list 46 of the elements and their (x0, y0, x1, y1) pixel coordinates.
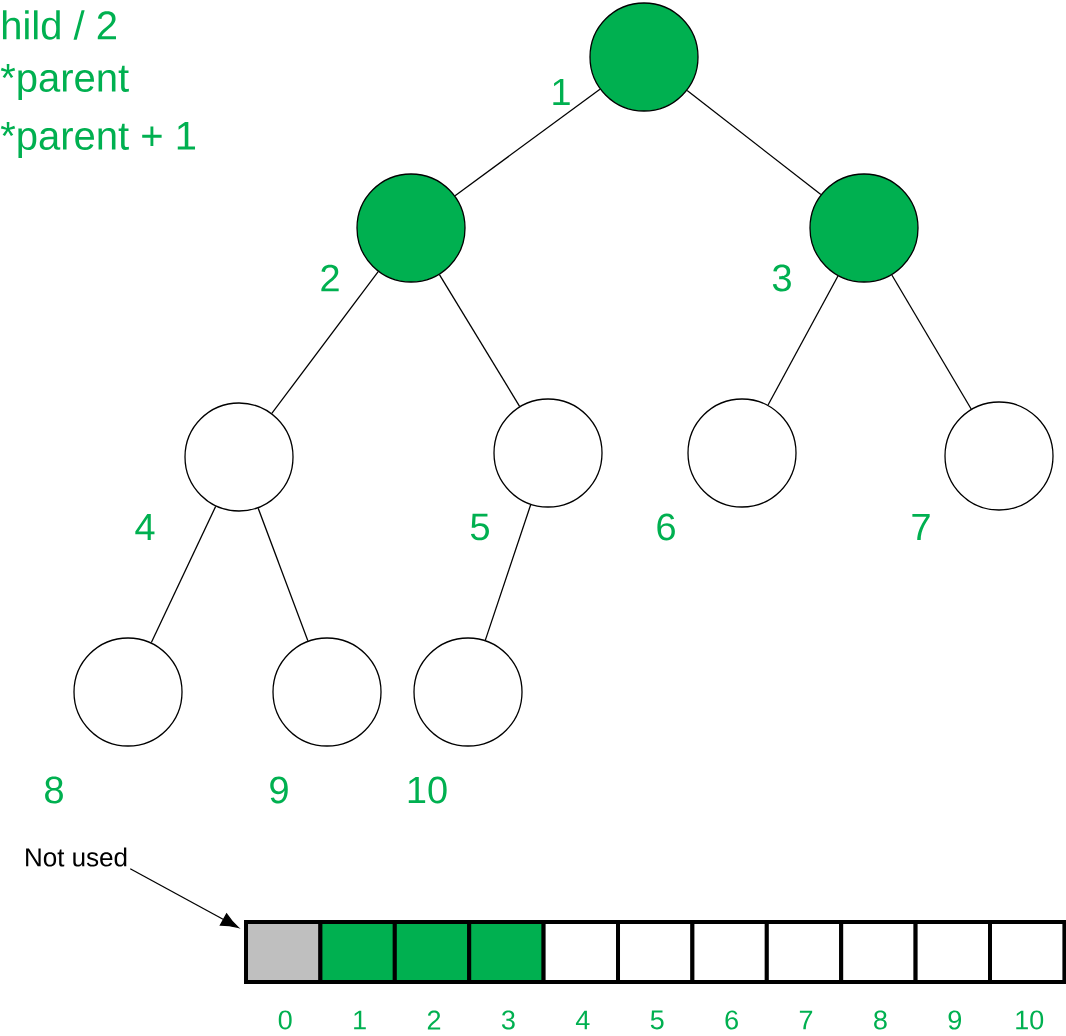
formula-text: *parent (0, 64, 129, 100)
index-number: 9 (948, 1010, 962, 1030)
leader-arrow (129, 868, 239, 929)
formula-text: hild / 2 (3, 10, 116, 40)
index-number: 3 (501, 1010, 515, 1030)
tree-node-circle (809, 173, 919, 283)
array-cell (988, 920, 1066, 984)
index-number: 5 (650, 1010, 664, 1030)
tree-edge (767, 275, 839, 406)
tree-edge (686, 89, 822, 196)
node-number: 3 (772, 264, 791, 292)
tree-edge (271, 271, 379, 414)
tree-node-circle (356, 173, 466, 283)
tree-node-circle (944, 401, 1054, 511)
tree-edge (438, 274, 521, 407)
node-number: 4 (135, 513, 155, 541)
index-number: 10 (1016, 1010, 1044, 1030)
tree-edge (454, 88, 601, 197)
index-number: 4 (575, 1010, 590, 1030)
tree-node-circle (413, 637, 523, 747)
index-number: 0 (278, 1010, 292, 1030)
node-number: 7 (912, 513, 930, 541)
node-number: 8 (45, 776, 63, 804)
tree-node-circle (589, 2, 699, 112)
tree-edge (484, 504, 532, 641)
tree-edge (257, 507, 309, 642)
node-number: 2 (321, 264, 339, 292)
index-number: 6 (725, 1010, 738, 1030)
node-number: 6 (657, 513, 675, 541)
node-number: 5 (470, 513, 489, 541)
tree-node-circle (272, 637, 382, 747)
index-number: 8 (874, 1010, 887, 1030)
tree-edge (891, 274, 972, 410)
tree-node-circle (73, 637, 183, 747)
note-text: Not used (26, 847, 127, 867)
index-number: 1 (354, 1010, 366, 1030)
tree-node-circle (184, 402, 294, 512)
node-number: 10 (408, 776, 447, 804)
tree-node-circle (493, 398, 603, 508)
tree-edge (150, 505, 217, 644)
index-number: 7 (799, 1010, 813, 1030)
node-number: 1 (553, 78, 570, 106)
node-number: 9 (270, 776, 288, 804)
formula-text: *parent + 1 (0, 122, 195, 158)
index-number: 2 (427, 1010, 441, 1030)
tree-node-circle (687, 398, 797, 508)
